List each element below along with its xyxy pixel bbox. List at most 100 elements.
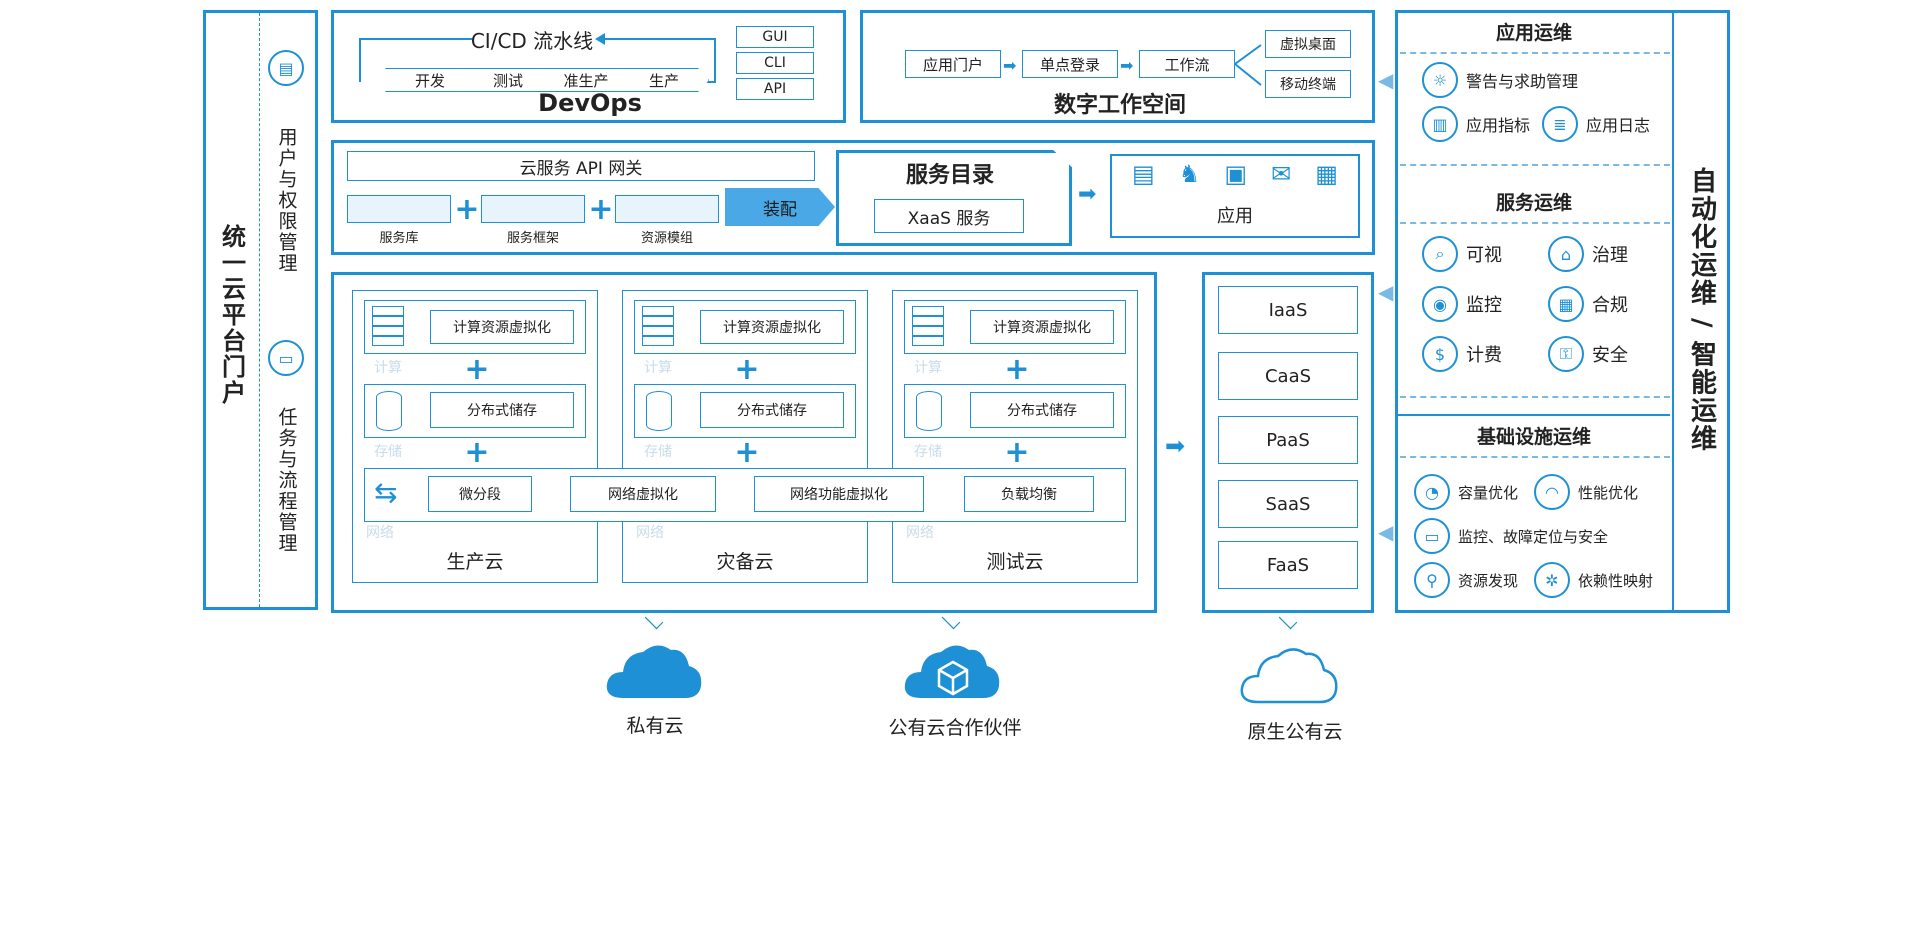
- api-gateway: 云服务 API 网关: [347, 151, 815, 181]
- ops-dependency: ✲ 依赖性映射: [1534, 562, 1653, 598]
- arrow-left-icon: ◀: [1378, 68, 1394, 92]
- portal-divider: [259, 13, 260, 607]
- ops-side-divider: [1672, 13, 1674, 610]
- service-ops-title: 服务运维: [1495, 191, 1572, 214]
- monitor-icon: ▭: [1414, 518, 1450, 554]
- lock-icon: ⚿: [1548, 336, 1584, 372]
- private-cloud-icon: [606, 645, 702, 698]
- compute-virtualization: 计算资源虚拟化: [700, 310, 844, 344]
- xaas-service: XaaS 服务: [874, 199, 1024, 233]
- ops-visual: ⌕ 可视: [1422, 236, 1502, 272]
- user-card-icon: ▤: [268, 50, 304, 86]
- micro-segmentation: 微分段: [428, 476, 532, 512]
- partner-cloud-icon: [904, 645, 1000, 698]
- ops-app-logs: ≣ 应用日志: [1542, 106, 1650, 142]
- stage-prod: 生产: [619, 68, 709, 92]
- plus-icon: +: [1004, 435, 1030, 470]
- layer-saas: SaaS: [1218, 480, 1358, 528]
- arrow-left-icon: ◀: [1378, 520, 1394, 544]
- bulb-icon: ☼: [1422, 62, 1458, 98]
- gauge-icon: ◔: [1414, 474, 1450, 510]
- faint-storage: 存储: [644, 444, 672, 460]
- portal-item-users[interactable]: 用户与权限管理: [275, 126, 298, 274]
- ops-side-title: 自动化运维 / 智能运维: [1686, 167, 1717, 453]
- divider: [1400, 456, 1670, 458]
- resource-module-icon: [615, 195, 719, 223]
- cloud-name-production: 生产云: [446, 550, 504, 573]
- arrow-right-icon: ➡: [1165, 432, 1186, 460]
- native-cloud-label: 原生公有云: [1247, 720, 1343, 743]
- network-map-icon: ✲: [1534, 562, 1570, 598]
- ops-section-line: [1398, 414, 1670, 416]
- stage-dev: 开发: [385, 68, 475, 92]
- workspace-sso: 单点登录: [1022, 50, 1118, 78]
- resource-module-label: 资源模组: [640, 230, 693, 246]
- arrow-left-icon: ◀: [1378, 280, 1394, 304]
- ops-monitor-fault: ▭ 监控、故障定位与安全: [1414, 518, 1608, 554]
- workspace-workflow: 工作流: [1139, 50, 1235, 78]
- workspace-vdesktop: 虚拟桌面: [1265, 30, 1351, 58]
- service-framework-label: 服务框架: [506, 230, 559, 246]
- arrow-right-icon: ➡: [1120, 56, 1134, 75]
- portal-item-tasks[interactable]: 任务与流程管理: [275, 406, 298, 554]
- ops-app-metrics: ▥ 应用指标: [1422, 106, 1530, 142]
- partner-cloud-label: 公有云合作伙伴: [888, 716, 1022, 739]
- layer-iaas: IaaS: [1218, 286, 1358, 334]
- arrow-right-icon: ➡: [1003, 56, 1017, 75]
- faint-network: 网络: [906, 525, 934, 541]
- server-icon: [912, 306, 944, 346]
- arrow-right-icon: ➡: [1078, 182, 1097, 207]
- plus-icon: +: [464, 352, 490, 387]
- plus-icon: +: [464, 435, 490, 470]
- ops-billing: $ 计费: [1422, 336, 1502, 372]
- ops-discovery: ⚲ 资源发现: [1414, 562, 1518, 598]
- distributed-storage: 分布式储存: [430, 392, 574, 428]
- plus-icon: +: [734, 435, 760, 470]
- service-library-icon: [347, 195, 451, 223]
- browser-icon: ▤: [1132, 160, 1155, 188]
- database-icon: [646, 391, 672, 431]
- magnifier-icon: ⌕: [1422, 236, 1458, 272]
- workspace-mobile: 移动终端: [1265, 70, 1351, 98]
- chat-icon: ✉: [1271, 160, 1292, 188]
- divider: [1400, 164, 1670, 166]
- server-icon: [642, 306, 674, 346]
- layer-paas: PaaS: [1218, 416, 1358, 464]
- faint-storage: 存储: [374, 444, 402, 460]
- distributed-storage: 分布式储存: [700, 392, 844, 428]
- interface-api: API: [736, 78, 814, 100]
- monitor-icon: ▣: [1224, 160, 1248, 188]
- swap-arrows-icon: ⇆: [374, 476, 398, 509]
- ops-monitor: ◉ 监控: [1422, 286, 1502, 322]
- app-ops-title: 应用运维: [1495, 21, 1572, 44]
- home-icon: ⌂: [1548, 236, 1584, 272]
- portal-title: 统一云平台门户: [217, 224, 246, 406]
- nfv: 网络功能虚拟化: [754, 476, 924, 512]
- private-cloud-label: 私有云: [626, 714, 684, 737]
- ops-governance: ⌂ 治理: [1548, 236, 1628, 272]
- compute-virtualization: 计算资源虚拟化: [970, 310, 1114, 344]
- ops-alert: ☼ 警告与求助管理: [1422, 62, 1578, 98]
- infra-ops-title: 基础设施运维: [1476, 425, 1591, 448]
- plus-icon: +: [588, 192, 614, 227]
- discovery-icon: ⚲: [1414, 562, 1450, 598]
- native-cloud-icon: [1240, 648, 1338, 704]
- ops-capacity: ◔ 容量优化: [1414, 474, 1518, 510]
- divider: [1400, 396, 1670, 398]
- layer-faas: FaaS: [1218, 541, 1358, 589]
- assemble-arrow: 装配: [725, 188, 835, 226]
- portal-panel: [203, 10, 318, 610]
- chevron-down-icon: [644, 610, 664, 630]
- faint-compute: 计算: [914, 360, 942, 376]
- database-icon: [916, 391, 942, 431]
- layer-caas: CaaS: [1218, 352, 1358, 400]
- task-icon: ▭: [268, 340, 304, 376]
- server-icon: [372, 306, 404, 346]
- app-icons: ▤ ♞ ▣ ✉ ▦: [1120, 160, 1350, 194]
- cicd-title: CI/CD 流水线: [470, 28, 594, 53]
- log-icon: ≣: [1542, 106, 1578, 142]
- ops-security: ⚿ 安全: [1548, 336, 1628, 372]
- devops-title: DevOps: [538, 89, 642, 117]
- interface-gui: GUI: [736, 26, 814, 48]
- faint-compute: 计算: [374, 360, 402, 376]
